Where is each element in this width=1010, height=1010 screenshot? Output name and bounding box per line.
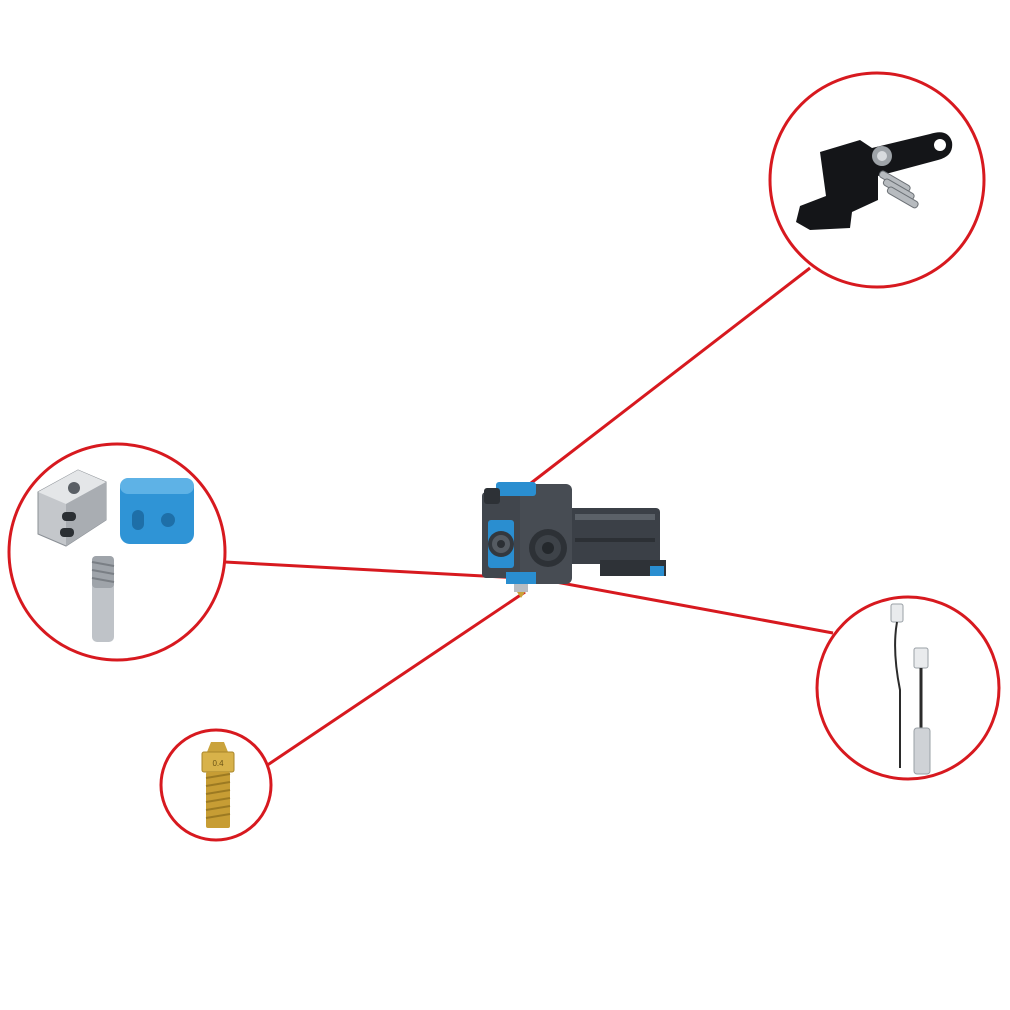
callout-nozzle: 0.4 — [159, 728, 273, 842]
callout-thermistor — [815, 595, 1001, 781]
callout-lever-arm — [768, 71, 986, 289]
leader-line-nozzle — [265, 590, 526, 768]
leader-lines — [224, 266, 834, 768]
thermistor-icon — [890, 603, 931, 775]
silicone-sock-icon — [120, 478, 194, 544]
leader-line-heater-block — [224, 560, 521, 580]
leader-line-lever — [521, 266, 811, 492]
nozzle-size-label: 0.4 — [212, 759, 224, 768]
leader-line-thermistor — [544, 578, 834, 635]
nozzle-icon: 0.4 — [201, 742, 235, 828]
callout-heater-block — [7, 442, 227, 662]
lever-arm-icon — [796, 132, 953, 230]
extruder-assembly — [482, 482, 666, 598]
heater-block-icon — [37, 469, 107, 547]
heat-throat-icon — [91, 556, 115, 642]
